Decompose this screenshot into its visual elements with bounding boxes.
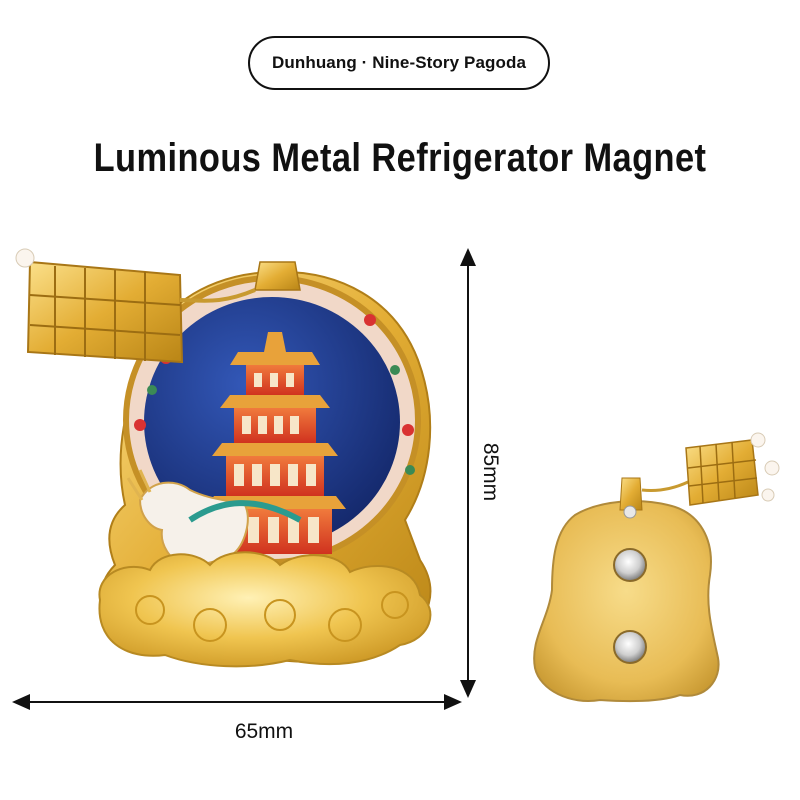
width-dimension-arrow bbox=[12, 694, 462, 710]
magnet-front bbox=[15, 248, 432, 668]
magnet-disc-bottom bbox=[613, 630, 647, 664]
pagoda-charm bbox=[15, 248, 301, 364]
magnet-disc-top bbox=[613, 548, 647, 582]
height-dimension-arrow bbox=[460, 248, 476, 698]
subtitle-pill: Dunhuang · Nine-Story Pagoda bbox=[248, 36, 550, 90]
height-label: 85mm bbox=[479, 442, 502, 502]
cloud-base bbox=[98, 551, 432, 668]
subtitle-text: Dunhuang · Nine-Story Pagoda bbox=[271, 53, 527, 72]
magnet-back bbox=[533, 432, 780, 703]
page-title: Luminous Metal Refrigerator Magnet bbox=[93, 136, 707, 180]
width-label: 65mm bbox=[234, 720, 294, 743]
